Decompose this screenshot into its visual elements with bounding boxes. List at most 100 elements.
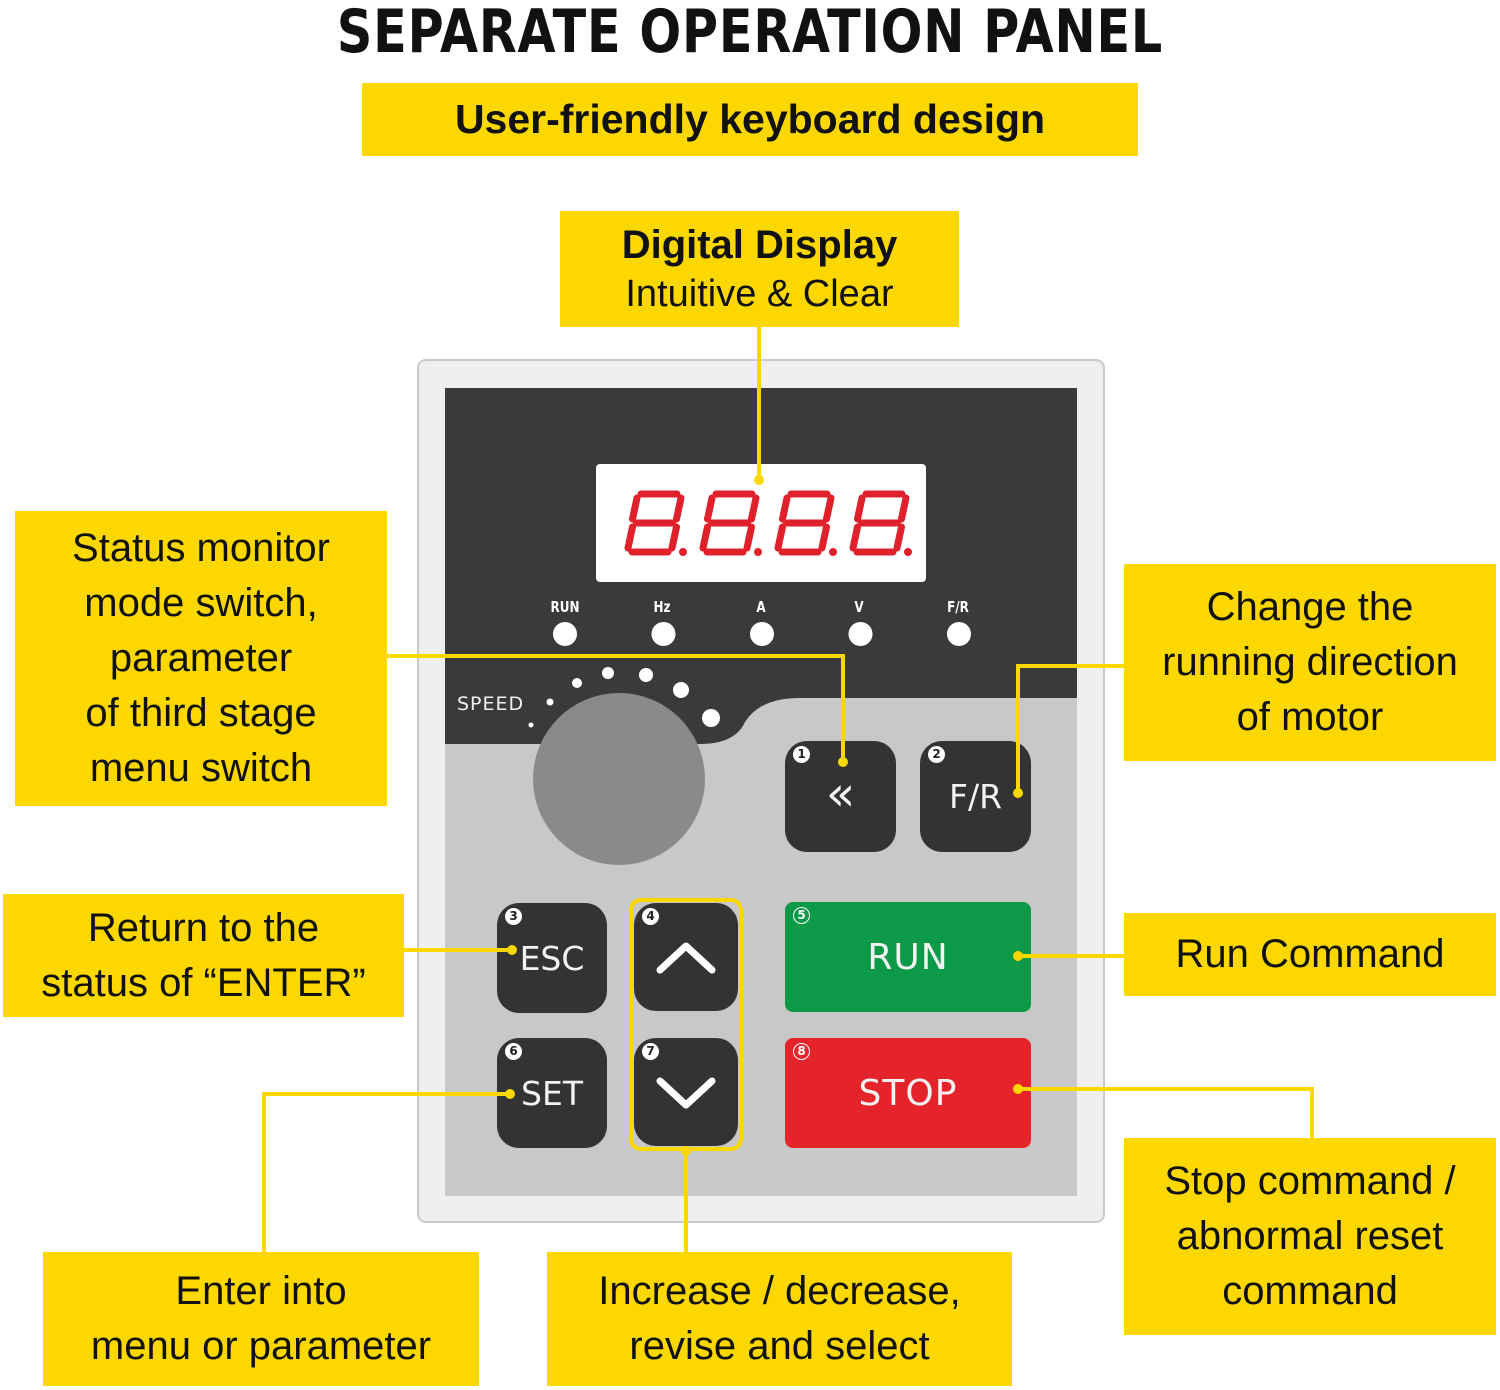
led-segment [673, 494, 685, 523]
up-key-number: 4 [642, 908, 659, 925]
digital-display-heading: Digital Display [621, 223, 898, 267]
led-decimal-point [679, 548, 687, 556]
led-digit [699, 490, 762, 556]
page-title: SEPARATE OPERATION PANEL [336, 0, 1164, 67]
chevron-down-icon [656, 1077, 716, 1109]
led-segment [774, 523, 786, 552]
down-key[interactable]: 7 [634, 1038, 738, 1146]
indicator-led [553, 622, 577, 646]
led-segment [748, 494, 760, 523]
indicator-led [848, 622, 873, 646]
stop-key-label: STOP [858, 1072, 958, 1114]
stop-key[interactable]: 8 STOP [785, 1038, 1031, 1148]
indicator-led-group [553, 622, 971, 646]
callout-line: menu switch [89, 746, 313, 790]
indicator-label-v: V [854, 598, 864, 616]
speed-dot [702, 709, 720, 727]
indicator-led [651, 622, 676, 646]
esc-callout: Return to the status of “ENTER” [3, 894, 404, 1017]
callout-line: abnormal reset [1176, 1214, 1444, 1258]
led-segment [743, 523, 755, 552]
status-monitor-callout: Status monitor mode switch, parameter of… [15, 511, 387, 806]
callout-line: Enter into [175, 1269, 347, 1313]
fr-key-label: F/R [948, 777, 1003, 816]
callout-line: Return to the [87, 905, 320, 950]
fr-key[interactable]: 2 F/R [920, 741, 1031, 852]
increase-decrease-callout: Increase / decrease, revise and select [547, 1252, 1012, 1386]
speed-knob [533, 693, 705, 865]
led-decimal-point [904, 548, 912, 556]
run-key-label: RUN [867, 936, 949, 978]
speed-dot [639, 668, 653, 682]
callout-line: of motor [1236, 695, 1384, 739]
led-digit [774, 490, 837, 556]
led-segment [898, 494, 910, 523]
speed-label: SPEED [457, 693, 525, 715]
shift-key-number: 1 [793, 746, 810, 763]
run-command-callout: Run Command [1124, 913, 1496, 996]
set-key-number: 6 [505, 1043, 522, 1060]
callout-line: running direction [1162, 640, 1458, 684]
led-segment [893, 523, 905, 552]
led-digit [624, 490, 687, 556]
callout-line: Increase / decrease, [598, 1269, 961, 1313]
subtitle-text: User-friendly keyboard design [454, 96, 1046, 142]
esc-key-number: 3 [505, 908, 522, 925]
subtitle-banner: User-friendly keyboard design [362, 83, 1138, 156]
indicator-label-a: A [756, 598, 766, 616]
set-key[interactable]: 6 SET [497, 1038, 607, 1148]
callout-line: mode switch, [84, 581, 318, 625]
led-segment [818, 523, 830, 552]
callout-line: Run Command [1175, 932, 1445, 976]
fr-key-number: 2 [928, 746, 945, 763]
run-key[interactable]: 5 RUN [785, 902, 1031, 1012]
speed-dot [528, 722, 534, 728]
indicator-label-run: RUN [550, 598, 580, 616]
led-segment [849, 523, 861, 552]
speed-dot [572, 678, 582, 688]
stop-key-number: 8 [793, 1043, 810, 1060]
callout-line: revise and select [629, 1324, 930, 1368]
indicator-label-fr: F/R [947, 598, 969, 616]
double-chevron-left-icon: « [825, 765, 856, 822]
display-pointer-dot [754, 475, 764, 485]
esc-key[interactable]: 3 ESC [497, 903, 607, 1013]
set-callout: Enter into menu or parameter [43, 1252, 479, 1386]
led-digit [849, 490, 912, 556]
stop-command-callout: Stop command / abnormal reset command [1124, 1138, 1496, 1335]
led-segment [629, 494, 641, 523]
led-segment [779, 494, 791, 523]
callout-line: command [1222, 1269, 1398, 1313]
callout-line: Status monitor [72, 526, 330, 570]
led-decimal-point [754, 548, 762, 556]
run-pointer-dot [1013, 951, 1023, 961]
stop-pointer-dot [1013, 1084, 1023, 1094]
up-key[interactable]: 4 [634, 903, 738, 1011]
led-segment [624, 523, 636, 552]
direction-callout: Change the running direction of motor [1124, 564, 1496, 761]
speed-dot [602, 667, 614, 679]
set-key-label: SET [521, 1073, 583, 1113]
led-decimal-point [829, 548, 837, 556]
led-segment [704, 494, 716, 523]
led-digit-group [624, 490, 912, 556]
chevron-up-icon [656, 942, 716, 974]
run-key-number: 5 [793, 907, 810, 924]
led-segment [668, 523, 680, 552]
callout-line: of third stage [85, 691, 317, 735]
callout-line: menu or parameter [90, 1324, 432, 1368]
set-pointer-dot [505, 1089, 515, 1099]
callout-line: parameter [109, 636, 293, 680]
fr-pointer-dot [1013, 788, 1023, 798]
shift-pointer-dot [838, 757, 848, 767]
updown-pointer-dot [681, 1146, 691, 1156]
callout-line: status of “ENTER” [41, 960, 366, 1005]
down-key-number: 7 [642, 1043, 659, 1060]
led-segment [699, 523, 711, 552]
callout-line: Change the [1206, 585, 1414, 629]
esc-key-label: ESC [519, 938, 585, 978]
callout-line: Stop command / [1164, 1159, 1456, 1203]
speed-dot [546, 698, 554, 706]
esc-pointer-dot [507, 945, 517, 955]
indicator-led [750, 622, 774, 646]
